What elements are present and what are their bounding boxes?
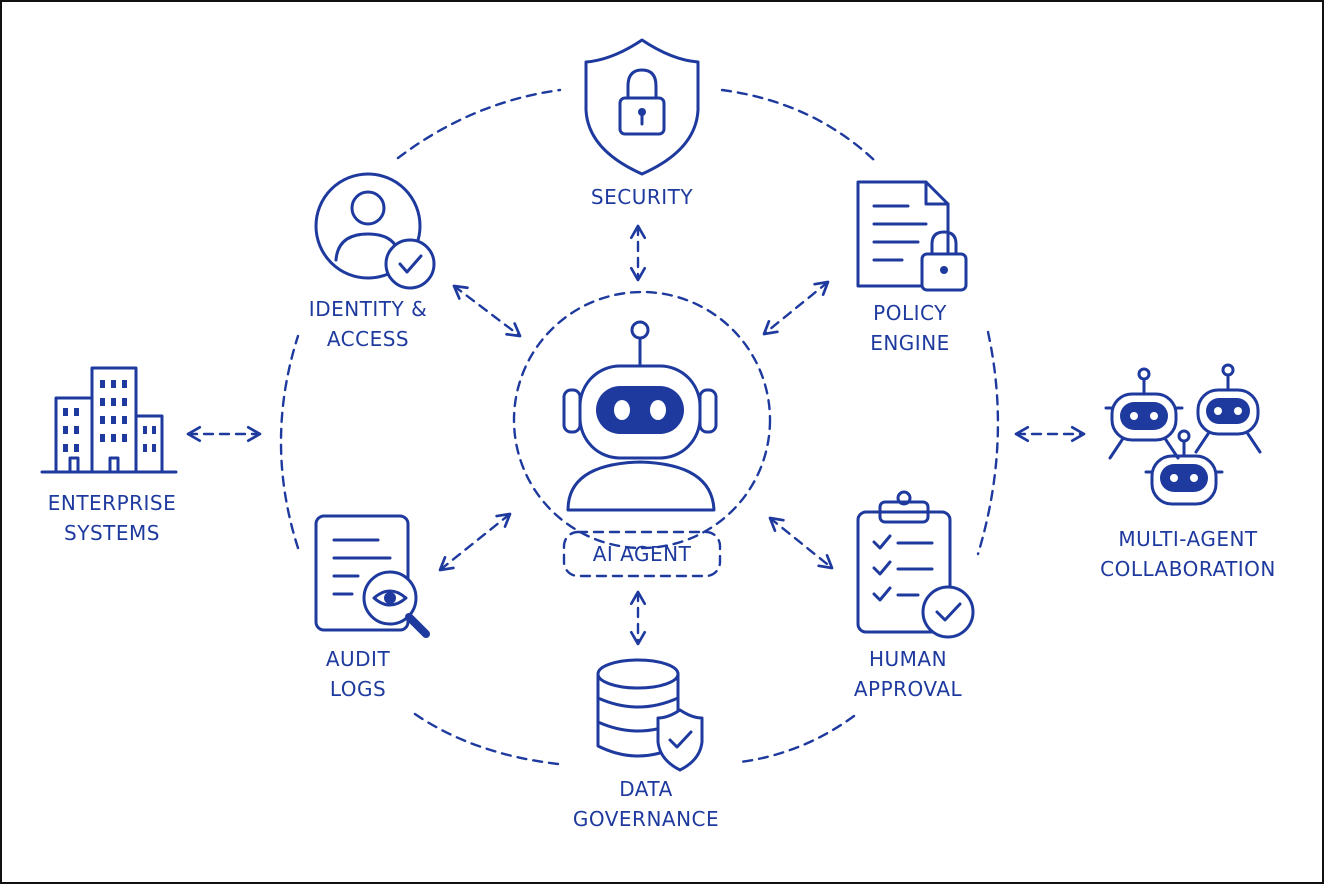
security-label: SECURITY xyxy=(590,185,694,209)
agent-label-box xyxy=(562,530,722,578)
user-check-icon xyxy=(314,172,436,290)
document-lock-icon xyxy=(856,180,968,292)
arrow-policy xyxy=(762,280,830,336)
robot-small-bottom xyxy=(1144,429,1224,506)
ring-arc-bottom-right xyxy=(738,714,856,764)
multi-agent-collaboration-label: MULTI-AGENT COLLABORATION xyxy=(1100,527,1276,581)
ai-agent-label: AI AGENT xyxy=(592,542,692,566)
robot-icon xyxy=(562,320,718,512)
arrow-approval xyxy=(768,516,834,570)
robot-small-left xyxy=(1104,367,1184,460)
agent-ring xyxy=(512,290,772,550)
robot-small-right xyxy=(1194,363,1262,454)
outer-ring xyxy=(279,88,1000,766)
ring-arc-right xyxy=(976,330,1000,556)
database-shield-icon xyxy=(596,658,704,772)
ring-arc-top-right xyxy=(720,88,876,162)
enterprise-systems-label: ENTERPRISE SYSTEMS xyxy=(47,491,177,545)
audit-logs-label: AUDIT LOGS xyxy=(325,647,391,701)
ring-arc-left xyxy=(279,334,300,550)
buildings-icon xyxy=(40,366,178,474)
ring-arc-bottom-left xyxy=(410,710,560,766)
arrow-audit xyxy=(438,512,512,572)
arrow-identity xyxy=(452,284,522,338)
connectors xyxy=(186,224,1086,646)
shield-lock-icon xyxy=(584,38,700,176)
human-approval-label: HUMAN APPROVAL xyxy=(853,647,963,701)
data-governance-label: DATA GOVERNANCE xyxy=(572,777,720,831)
identity-access-label: IDENTITY & ACCESS xyxy=(308,297,428,351)
document-eye-icon xyxy=(314,514,430,638)
clipboard-check-icon xyxy=(856,490,975,639)
robots-group-icon xyxy=(1104,363,1262,506)
ring-arc-top-left xyxy=(396,88,562,160)
policy-engine-label: POLICY ENGINE xyxy=(870,301,950,355)
